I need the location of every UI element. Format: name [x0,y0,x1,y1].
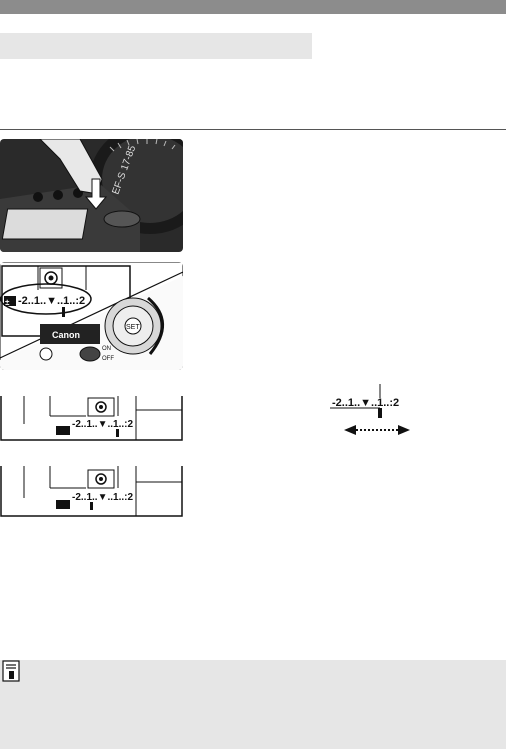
camera-back-photo: ± -2..1..▼..1..:2 Canon SET ON OFF [0,262,183,370]
lcd-display-top: -2..1..▼..1..:2 [0,396,183,442]
exposure-scale-illustration: -2..1..▼..1..:2 [330,384,420,440]
lcd-top-scale: -2..1..▼..1..:2 [72,419,133,430]
lcd-scale-large: -2..1..▼..1..:2 [18,295,85,307]
exposure-level-marker [90,502,93,510]
set-button-label: SET [126,324,140,331]
title-box [0,33,312,59]
flash-compensation-icon [56,500,70,509]
top-banner [0,0,506,14]
note-box [0,660,506,749]
svg-text:±: ± [5,298,10,307]
double-arrow-icon [344,425,410,435]
flash-compensation-icon: ± [4,296,16,307]
brand-label: Canon [52,330,80,340]
switch-off-label: OFF [102,356,114,362]
flash-compensation-icon [56,426,70,435]
exposure-level-marker [116,429,119,437]
camera-top-photo: EF-S 17-85 [0,139,183,252]
spot-metering-icon [95,401,107,413]
spot-metering-icon [95,473,107,485]
switch-on-label: ON [102,346,111,352]
lcd-display-bottom: -2..1..▼..1..:2 [0,466,183,518]
lcd-bottom-scale: -2..1..▼..1..:2 [72,492,133,503]
rotate-arrow-icon [147,296,164,355]
exposure-scale-label: -2..1..▼..1..:2 [332,397,399,409]
section-rule [0,129,506,130]
memo-icon [2,660,20,682]
